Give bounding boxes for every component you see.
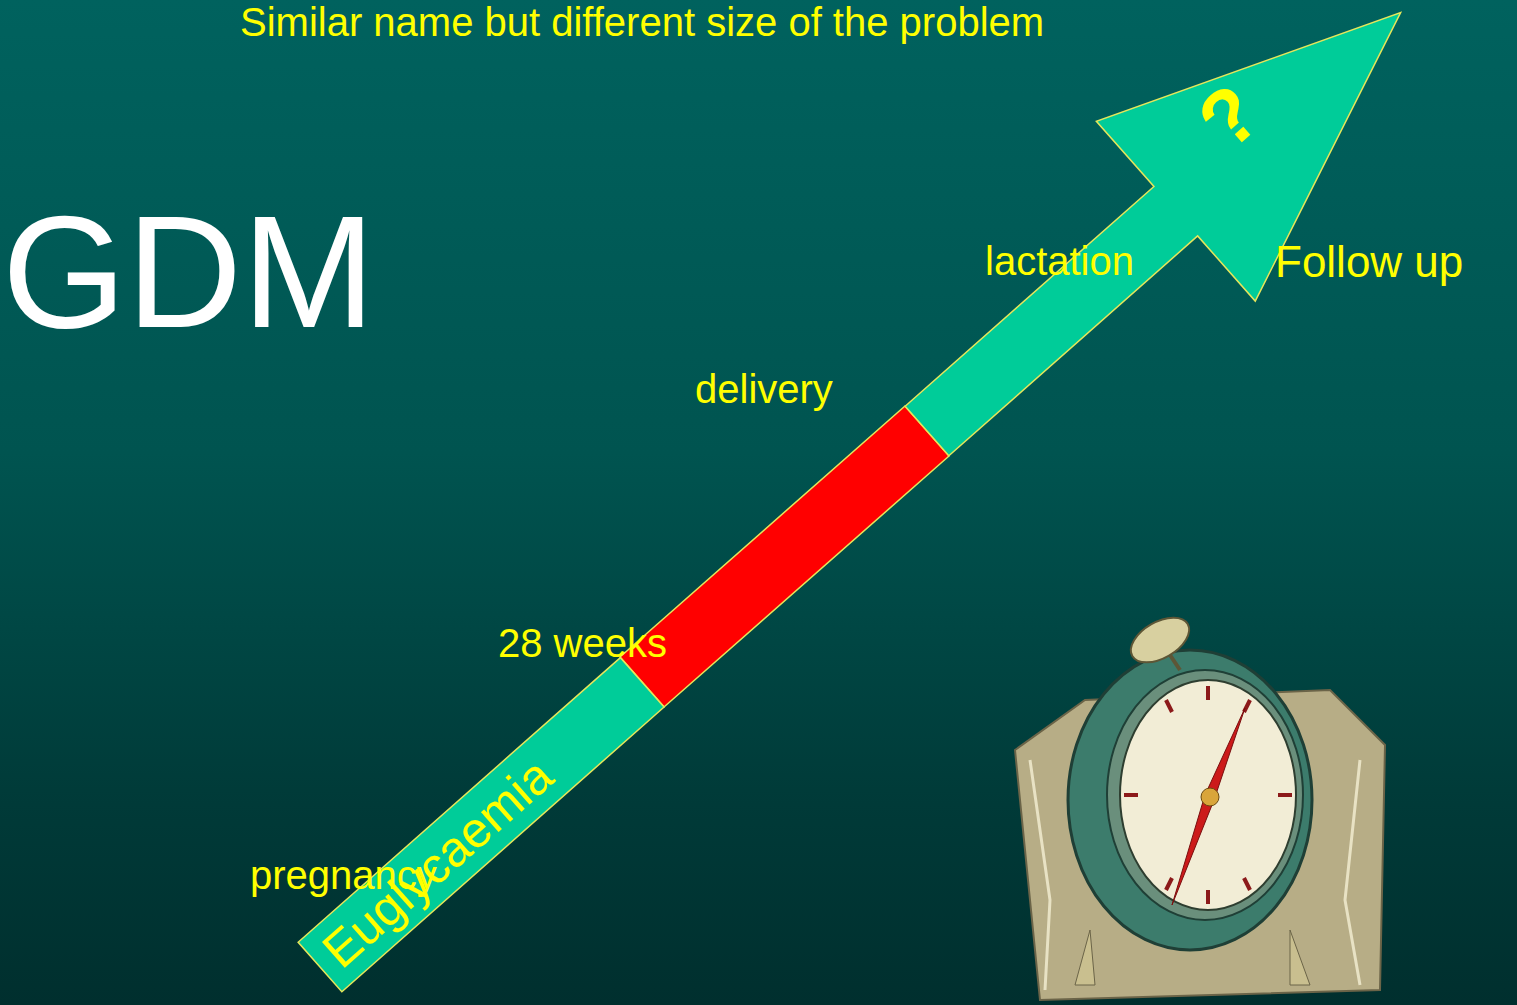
- clock-base-highlight: [1345, 760, 1360, 985]
- arrow-segment: Euglycaemia: [298, 658, 664, 992]
- red-segment: [620, 406, 949, 707]
- timeline-label: delivery: [695, 366, 833, 412]
- clock-foot: [1290, 930, 1310, 985]
- timeline-label: pregnancy: [250, 852, 437, 898]
- clock-bell-stem: [1170, 655, 1180, 670]
- clock-foot: [1075, 930, 1095, 985]
- clock-ticks: [1124, 686, 1292, 904]
- clock-rim: [1107, 670, 1303, 920]
- clock-base-highlight: [1030, 760, 1050, 990]
- slide-title: Similar name but different size of the p…: [240, 0, 1044, 45]
- clock-body: [1068, 650, 1312, 950]
- segment-fill: [298, 658, 664, 992]
- clock-bell: [1123, 608, 1196, 671]
- timeline-label: Follow up: [1275, 237, 1463, 288]
- segment-fill: [848, 0, 1481, 521]
- clock-hand: [1205, 708, 1245, 800]
- clock-face: [1120, 680, 1296, 910]
- clock-pivot: [1201, 788, 1219, 806]
- main-heading: GDM: [2, 180, 375, 364]
- timeline-label: 28 weeks: [498, 620, 667, 666]
- alarm-clock: [1015, 608, 1385, 1000]
- timeline-label: lactation: [985, 238, 1134, 284]
- clock-hand: [1172, 795, 1214, 905]
